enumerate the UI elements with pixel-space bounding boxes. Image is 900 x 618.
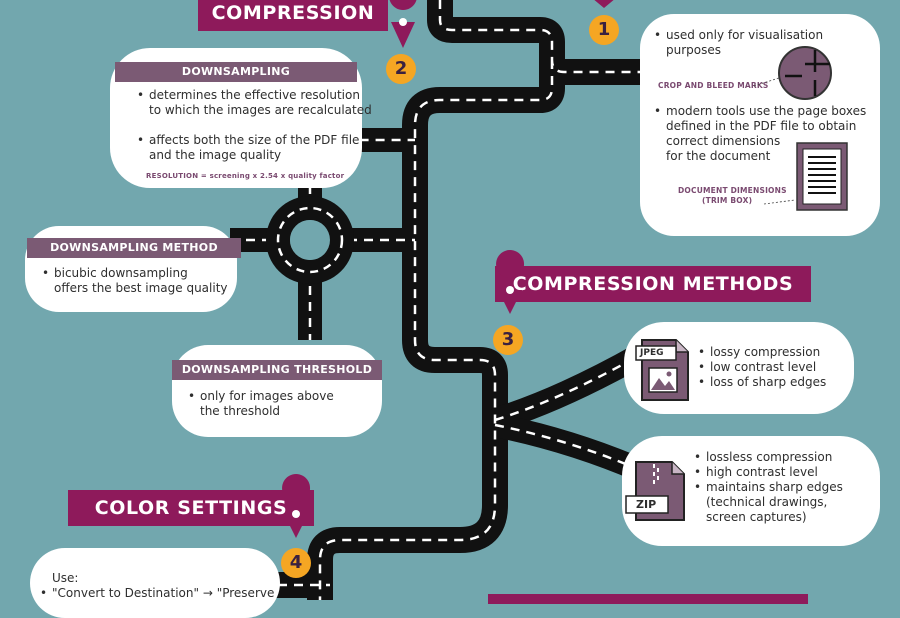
threshold-text: the threshold <box>200 404 281 418</box>
zip-item-note: (technical drawings, <box>706 495 828 509</box>
jpeg-item: loss of sharp edges <box>710 375 827 389</box>
jpeg-branch <box>491 344 646 432</box>
step-badge-4: 4 <box>281 548 311 578</box>
step1-text: for the document <box>666 149 771 163</box>
doc-dimensions-label: DOCUMENT DIMENSIONS <box>678 186 787 195</box>
doc-dimensions-label: (TRIM BOX) <box>702 196 753 205</box>
downsampling-header: DOWNSAMPLING <box>115 62 357 82</box>
zip-item: maintains sharp edges <box>706 480 843 494</box>
step-badge-1: 1 <box>589 15 619 45</box>
crop-marks-label: CROP AND BLEED MARKS <box>658 81 769 90</box>
downsampling-text: and the image quality <box>149 148 282 162</box>
compression-banner: COMPRESSION <box>198 0 388 31</box>
method-bullet: • <box>42 266 50 280</box>
zip-icon-label: ZIP <box>636 498 657 511</box>
zip-bullet: • <box>694 465 702 479</box>
downsampling-threshold-header: DOWNSAMPLING THRESHOLD <box>172 360 382 380</box>
color-settings-banner: COLOR SETTINGS <box>68 490 314 526</box>
method-text: bicubic downsampling <box>54 266 188 280</box>
infographic: COMPRESSION COMPRESSION METHODS COLOR SE… <box>25 0 880 618</box>
downsampling-bullet: • <box>137 133 145 147</box>
downsampling-text: affects both the size of the PDF file <box>149 133 360 147</box>
zip-branch <box>492 413 645 482</box>
step1-text: defined in the PDF file to obtain <box>666 119 857 133</box>
step1-text: correct dimensions <box>666 134 781 148</box>
zip-item: high contrast level <box>706 465 818 479</box>
zip-bullet: • <box>694 480 702 494</box>
step1-bullet1: • <box>654 28 662 42</box>
step1-text: purposes <box>666 43 722 57</box>
downsampling-text: determines the effective resolution <box>149 88 360 102</box>
color-text: "Convert to Destination" → "Preserve <box>52 586 275 600</box>
compression-methods-banner: COMPRESSION METHODS <box>495 266 811 302</box>
jpeg-bullet: • <box>698 360 706 374</box>
jpeg-bullet: • <box>698 375 706 389</box>
zip-item-note: screen captures) <box>706 510 807 524</box>
color-bullet: • <box>40 586 48 600</box>
color-use-label: Use: <box>52 571 79 585</box>
jpeg-bullet: • <box>698 345 706 359</box>
method-text: offers the best image quality <box>54 281 228 295</box>
bottom-banner <box>488 594 808 604</box>
step-badge-2: 2 <box>386 54 416 84</box>
threshold-bullet: • <box>188 389 196 403</box>
downsampling-text: to which the images are recalculated <box>149 103 372 117</box>
step1-text: used only for visualisation <box>666 28 824 42</box>
jpeg-item: lossy compression <box>710 345 821 359</box>
zip-item: lossless compression <box>706 450 833 464</box>
zip-bullet: • <box>694 450 702 464</box>
downsampling-bullet: • <box>137 88 145 102</box>
step-badge-3: 3 <box>493 325 523 355</box>
jpeg-item: low contrast level <box>710 360 817 374</box>
resolution-formula: RESOLUTION = screening x 2.54 x quality … <box>146 172 345 180</box>
threshold-text: only for images above <box>200 389 334 403</box>
step1-text: modern tools use the page boxes <box>666 104 867 118</box>
jpeg-icon-label: JPEG <box>640 348 664 358</box>
downsampling-method-header: DOWNSAMPLING METHOD <box>27 238 241 258</box>
step1-bullet2: • <box>654 104 662 118</box>
